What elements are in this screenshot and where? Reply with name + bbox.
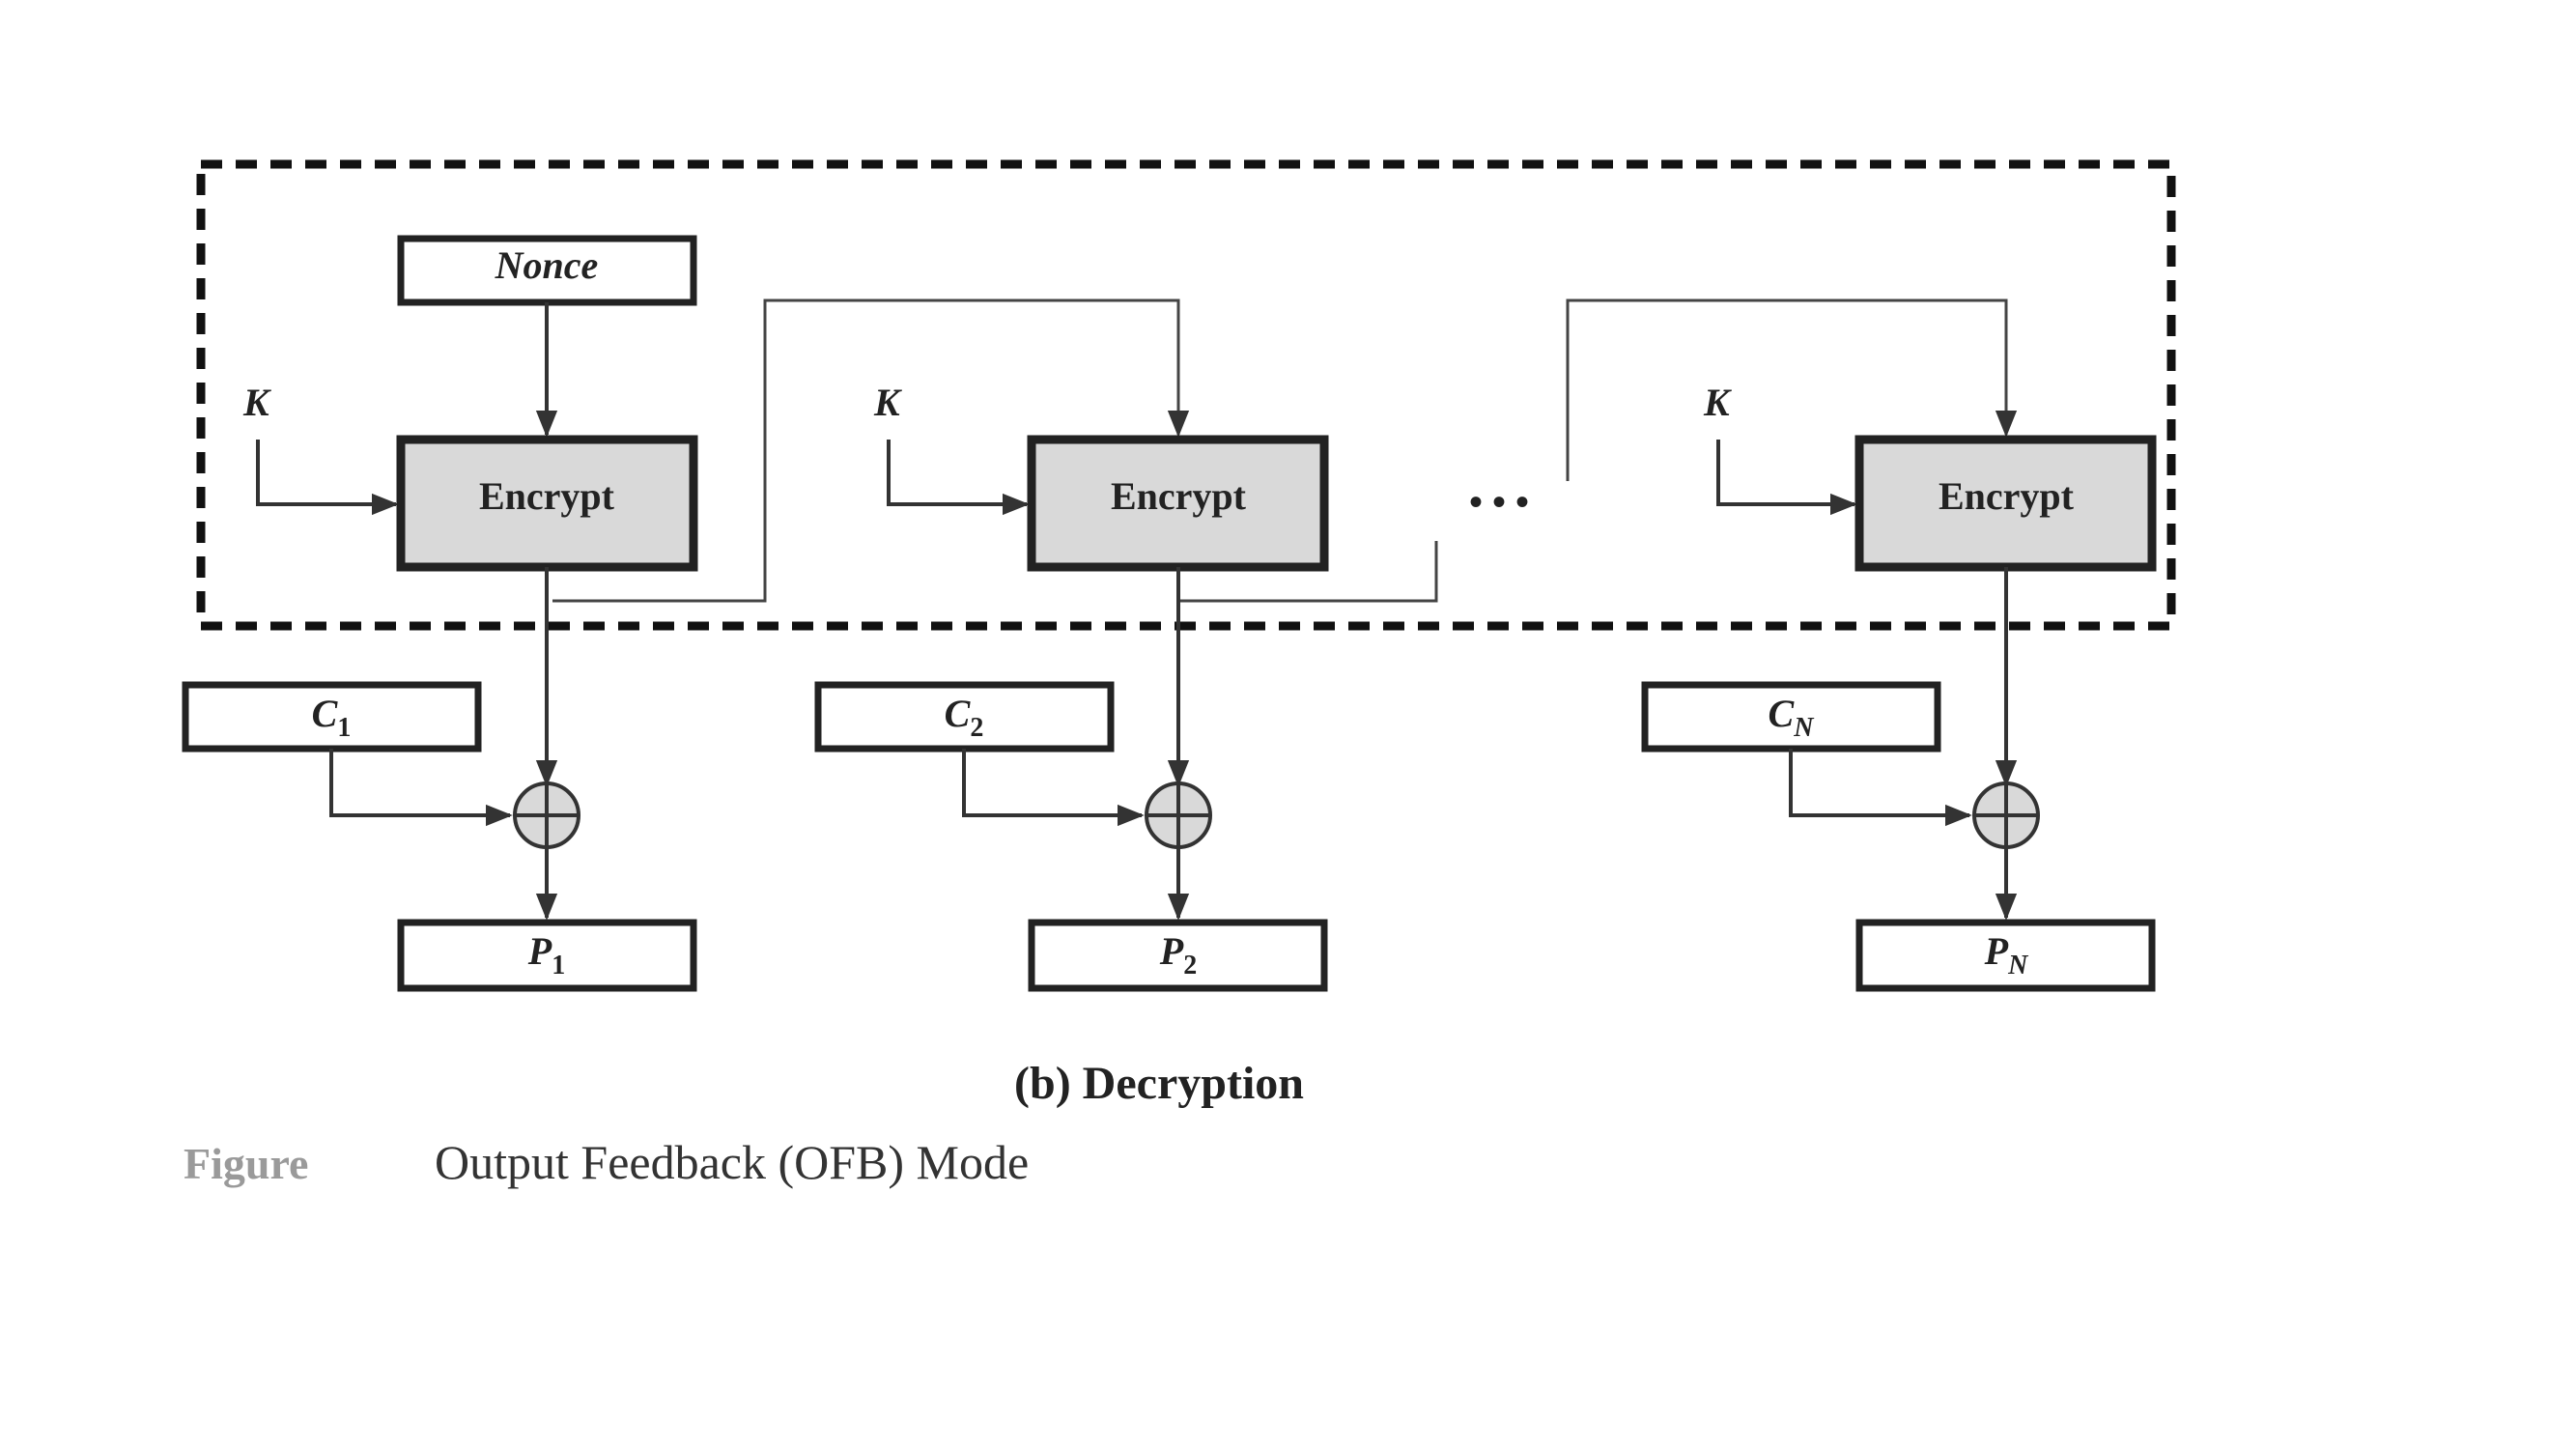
encrypt-label-n: Encrypt: [1939, 474, 2075, 518]
plaintext-label-2: P2: [1159, 929, 1197, 980]
key-arrow-2: [887, 440, 1030, 516]
xor-icon-n: [1972, 781, 2040, 849]
xor-icon-1: [513, 781, 580, 849]
ciphertext-label-2: C2: [945, 692, 984, 743]
plaintext-box-n: [1855, 919, 2156, 992]
xor-icon-2: [1145, 781, 1212, 849]
encrypt-label-1: Encrypt: [479, 474, 615, 518]
stage-2: K Encrypt C2 P2: [814, 381, 1329, 992]
key-label-2: K: [873, 381, 902, 424]
feedback-wire-3: [1566, 298, 2018, 481]
key-label-n: K: [1703, 381, 1732, 424]
feedback-wire-2: [1178, 541, 1438, 603]
stage-n: K Encrypt CN PN: [1641, 381, 2157, 992]
ciphertext-box-1: [182, 681, 482, 753]
plaintext-label-n: PN: [1984, 929, 2029, 980]
plaintext-label-1: P1: [527, 929, 565, 980]
ellipsis-dots: • • •: [1469, 480, 1529, 524]
ciphertext-arrow-1: [329, 749, 513, 827]
feedback-wire-1: [552, 298, 1190, 603]
nonce-label: Nonce: [495, 243, 599, 287]
stage-1: K Encrypt C1 P1: [182, 381, 698, 992]
ciphertext-label-n: CN: [1769, 692, 1816, 743]
key-arrow-n: [1716, 440, 1857, 516]
ciphertext-label-1: C1: [312, 692, 352, 743]
encryption-region-boundary: [196, 159, 2176, 631]
key-label-1: K: [242, 381, 271, 424]
plaintext-box-2: [1028, 919, 1328, 992]
encrypt-label-2: Encrypt: [1111, 474, 1247, 518]
ciphertext-box-2: [814, 681, 1115, 753]
ciphertext-arrow-n: [1789, 749, 1972, 827]
key-arrow-1: [256, 440, 399, 516]
ciphertext-arrow-2: [962, 749, 1145, 827]
figure-title: Output Feedback (OFB) Mode: [435, 1135, 1029, 1189]
subcaption: (b) Decryption: [1014, 1058, 1304, 1109]
encrypt-box-2: [1027, 435, 1329, 572]
figure-label: Figure: [184, 1139, 308, 1188]
plaintext-box-1: [397, 919, 697, 992]
